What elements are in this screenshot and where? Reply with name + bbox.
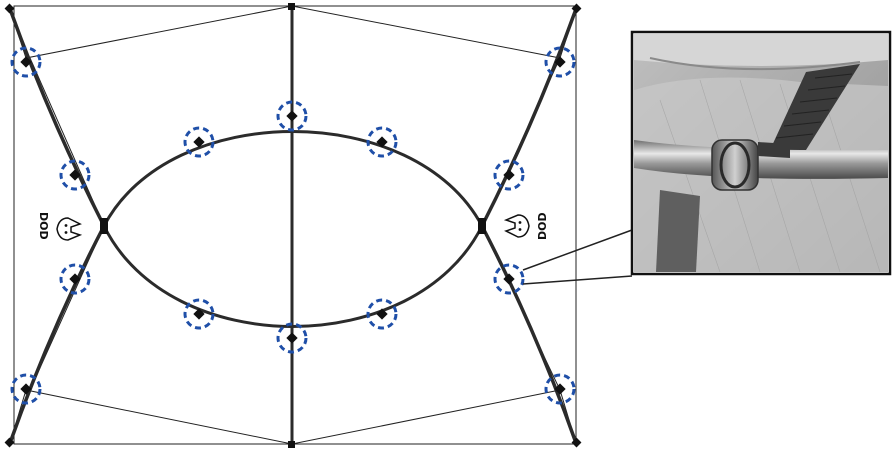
- rabbit-icon: [503, 214, 530, 238]
- clip-markers: [20, 56, 566, 395]
- right-logo-text: DOD: [536, 212, 549, 240]
- strap-buckle-on-pole-photo: [630, 30, 892, 276]
- clip-highlight-circles: [10, 46, 576, 405]
- left-logo: DOD: [37, 212, 83, 241]
- left-logo-text: DOD: [37, 212, 50, 240]
- right-logo: DOD: [503, 212, 549, 240]
- rabbit-icon: [56, 217, 83, 241]
- corner-feet: [4, 3, 582, 448]
- arc-poles: [102, 130, 484, 328]
- left-hub: [100, 218, 108, 234]
- callout-leader-lines: [522, 229, 633, 285]
- tent-floor-outline: [13, 5, 577, 445]
- right-hub: [478, 218, 486, 234]
